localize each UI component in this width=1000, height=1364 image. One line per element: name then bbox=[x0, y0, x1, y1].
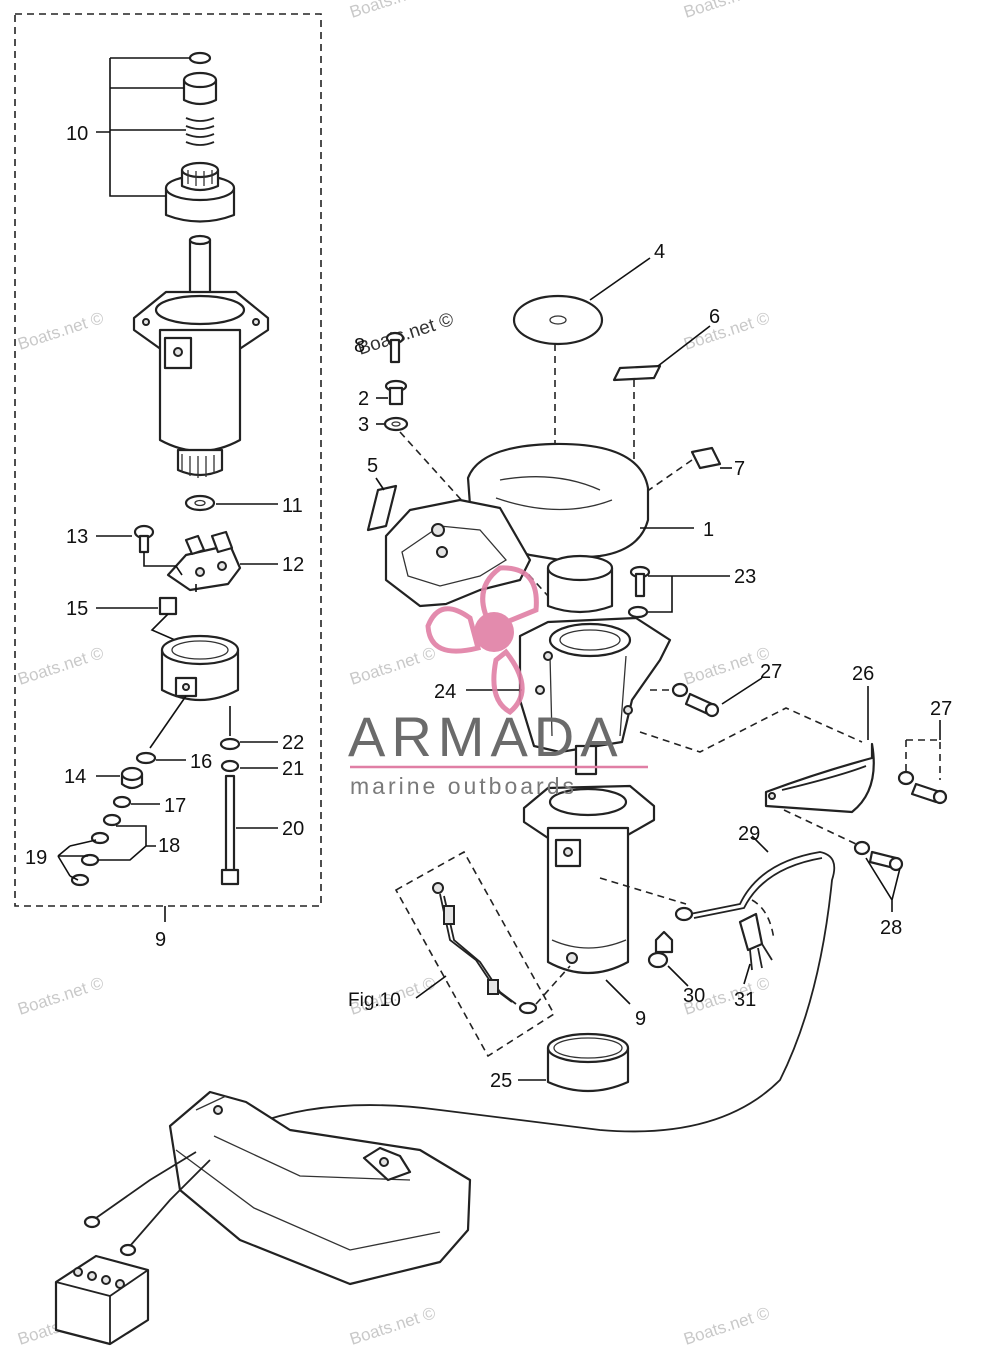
watermark: Boats.net © bbox=[681, 0, 772, 22]
callout-16: 16 bbox=[190, 751, 212, 773]
callout-2: 2 bbox=[358, 388, 369, 410]
pinion-drive-assembly bbox=[164, 51, 236, 223]
brand-tagline: marine outboards bbox=[350, 773, 577, 799]
callout-9: 9 bbox=[635, 1008, 646, 1030]
callout-31: 31 bbox=[734, 989, 756, 1011]
washer bbox=[135, 751, 157, 765]
caution-label bbox=[690, 446, 722, 470]
exploded-group-frame bbox=[14, 13, 322, 907]
callout-14-15: 15 bbox=[66, 598, 88, 620]
group-label: 9 bbox=[155, 929, 166, 951]
callout-30: 30 bbox=[683, 985, 705, 1007]
fig10-inset bbox=[394, 850, 556, 1058]
end-cover bbox=[160, 634, 240, 702]
starter-motor-exploded bbox=[132, 234, 270, 478]
callout-27-left: 27 bbox=[760, 661, 782, 683]
ring-collar bbox=[546, 1032, 630, 1093]
callout-26: 26 bbox=[852, 663, 874, 685]
callout-8: 8 bbox=[354, 335, 365, 357]
propeller-icon bbox=[425, 565, 539, 716]
washer bbox=[102, 813, 122, 827]
starter-bracket bbox=[518, 616, 672, 754]
watermark: Boats.net © bbox=[681, 308, 772, 354]
grommet bbox=[383, 416, 409, 432]
label-decal bbox=[612, 364, 662, 382]
callout-10-leader bbox=[96, 57, 190, 197]
starter-band bbox=[764, 742, 875, 814]
nut bbox=[112, 795, 132, 809]
square-nut bbox=[158, 596, 178, 616]
flywheel-cover-plate bbox=[512, 294, 604, 346]
watermark: Boats.net © bbox=[15, 973, 106, 1019]
callout-21: 21 bbox=[282, 758, 304, 780]
callout-5: 5 bbox=[367, 455, 378, 477]
nut bbox=[70, 873, 90, 887]
transom-bracket bbox=[83, 1090, 472, 1286]
watermark: Boats.net © bbox=[355, 309, 456, 360]
callout-23: 23 bbox=[734, 566, 756, 588]
through-bolt bbox=[220, 774, 240, 886]
watermark: Boats.net © bbox=[15, 643, 106, 689]
callout-6: 6 bbox=[709, 306, 720, 328]
side-decal bbox=[366, 484, 398, 532]
watermark: Boats.net © bbox=[347, 1303, 438, 1349]
washer bbox=[90, 831, 110, 845]
callout-11: 11 bbox=[282, 495, 303, 517]
callout-20: 20 bbox=[282, 818, 304, 840]
callout-18: 18 bbox=[158, 835, 180, 857]
bolt-27-right bbox=[897, 770, 948, 805]
washer bbox=[184, 494, 216, 512]
callout-1: 1 bbox=[703, 519, 714, 541]
bolt bbox=[385, 331, 405, 364]
battery-cable bbox=[195, 851, 836, 1153]
callout-17: 17 bbox=[164, 795, 186, 817]
screw bbox=[133, 524, 155, 554]
callout-4: 4 bbox=[654, 241, 665, 263]
callout-19: 19 bbox=[25, 847, 47, 869]
callout-25: 25 bbox=[490, 1070, 512, 1092]
bolt-with-washer bbox=[627, 565, 651, 619]
bolt-30 bbox=[647, 930, 674, 969]
watermark: Boats.net © bbox=[681, 1303, 772, 1349]
figure-label: Fig.10 bbox=[348, 990, 401, 1011]
callout-10: 10 bbox=[66, 123, 88, 145]
callout-7: 7 bbox=[734, 458, 745, 480]
brush-holder bbox=[166, 530, 242, 592]
callout-12: 12 bbox=[282, 554, 304, 576]
watermark: Boats.net © bbox=[15, 308, 106, 354]
callout-27-right: 27 bbox=[930, 698, 952, 720]
callout-22: 22 bbox=[282, 732, 304, 754]
battery bbox=[54, 1254, 150, 1346]
brand-name: ARMADA bbox=[348, 705, 624, 768]
watermark: Boats.net © bbox=[347, 643, 438, 689]
bolt-27 bbox=[671, 682, 720, 718]
watermark: Boats.net © bbox=[347, 0, 438, 22]
callout-labels: 1 2 3 4 5 6 7 8 9 10 11 12 13 15 14 16 1… bbox=[25, 123, 952, 1092]
washer bbox=[220, 759, 240, 773]
callout-3: 3 bbox=[358, 414, 369, 436]
collar bbox=[384, 379, 408, 406]
callout-24: 24 bbox=[434, 681, 456, 703]
callout-28: 28 bbox=[880, 917, 902, 939]
callout-14: 14 bbox=[64, 766, 86, 788]
watermark: Boats.net © bbox=[681, 643, 772, 689]
flywheel-cover bbox=[384, 442, 650, 614]
washer bbox=[219, 737, 241, 751]
brand-logo: ARMADA marine outboards bbox=[348, 565, 648, 799]
callout-29: 29 bbox=[738, 823, 760, 845]
callout-13: 13 bbox=[66, 526, 88, 548]
bolt-28 bbox=[853, 840, 904, 872]
